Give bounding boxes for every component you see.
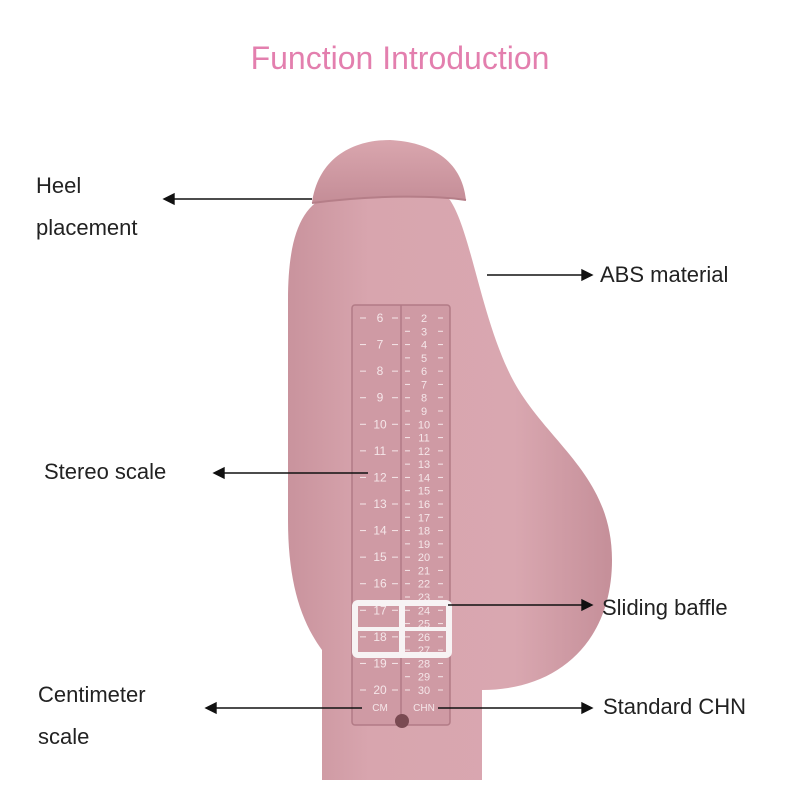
chn-tick-label: 30 (418, 685, 430, 697)
cm-tick-label: 12 (373, 470, 387, 484)
chn-tick-label: 28 (418, 658, 430, 670)
sliding-baffle (352, 600, 452, 658)
chn-tick-label: 16 (418, 499, 430, 511)
chn-tick-label: 13 (418, 459, 430, 471)
chn-tick-label: 17 (418, 512, 430, 524)
cm-unit-label: CM (372, 703, 388, 714)
cm-tick-label: 18 (373, 630, 387, 644)
chn-tick-label: 6 (421, 366, 427, 378)
centimeter-scale: 6 7 8 9 10 11 12 13 14 15 16 17 18 19 20 (360, 311, 398, 697)
chn-tick-label: 15 (418, 486, 430, 498)
cm-tick-label: 7 (377, 338, 384, 352)
label-standard-chn: Standard CHN (603, 694, 747, 719)
label-heel-line2: placement (36, 215, 138, 240)
chn-tick-label: 29 (418, 672, 430, 684)
cm-tick-label: 15 (373, 550, 387, 564)
cm-tick-label: 19 (373, 656, 387, 670)
chn-tick-label: 14 (418, 472, 430, 484)
chn-tick-label: 7 (421, 379, 427, 391)
chn-tick-label: 12 (418, 446, 430, 458)
hang-hole (395, 714, 409, 728)
cm-tick-label: 14 (373, 524, 387, 538)
label-centimeter-scale: Centimeter scale (38, 674, 146, 758)
cm-tick-label: 9 (377, 391, 384, 405)
chn-tick-label: 5 (421, 353, 427, 365)
chn-tick-label: 9 (421, 406, 427, 418)
cm-tick-label: 20 (373, 683, 387, 697)
cm-tick-label: 6 (377, 311, 384, 325)
chn-tick-label: 2 (421, 313, 427, 325)
heel-cup (312, 140, 466, 203)
chn-tick-label: 3 (421, 326, 427, 338)
chn-tick-label: 4 (421, 340, 427, 352)
chn-tick-label: 24 (418, 605, 430, 617)
label-stereo-scale: Stereo scale (44, 459, 167, 484)
cm-tick-label: 10 (373, 417, 387, 431)
chn-tick-label: 21 (418, 565, 430, 577)
cm-tick-label: 13 (373, 497, 387, 511)
cm-tick-label: 17 (373, 603, 387, 617)
chn-tick-label: 10 (418, 419, 430, 431)
chn-tick-label: 19 (418, 539, 430, 551)
chn-tick-label: 18 (418, 526, 430, 538)
chn-scale: 2345678910111213141516171819202122232425… (405, 313, 443, 697)
cm-tick-label: 11 (374, 444, 387, 458)
label-heel-placement: Heel placement (36, 165, 138, 249)
label-centimeter-line2: scale (38, 724, 90, 749)
chn-tick-label: 11 (418, 433, 429, 445)
label-centimeter-line1: Centimeter (38, 682, 146, 707)
chn-unit-label: CHN (413, 703, 435, 714)
label-abs-material: ABS material (600, 262, 729, 287)
chn-tick-label: 8 (421, 393, 427, 405)
page-title: Function Introduction (250, 40, 550, 76)
label-heel-line1: Heel (36, 173, 82, 198)
cm-tick-label: 16 (373, 577, 387, 591)
label-sliding-baffle: Sliding baffle (602, 595, 728, 620)
cm-tick-label: 8 (377, 364, 384, 378)
chn-tick-label: 20 (418, 552, 430, 564)
chn-tick-label: 22 (418, 579, 430, 591)
chn-tick-label: 26 (418, 632, 430, 644)
